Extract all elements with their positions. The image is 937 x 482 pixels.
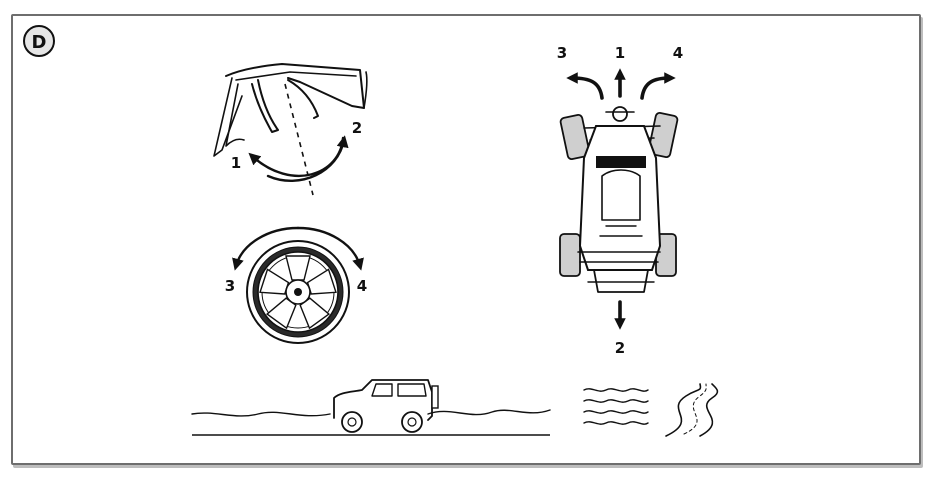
direction-label-2: 2 — [615, 339, 625, 357]
steering-label-1: 1 — [231, 154, 241, 172]
direction-label-1: 1 — [615, 44, 625, 62]
panel-badge: D — [23, 25, 55, 57]
car-top-view: 3 1 4 2 — [557, 44, 683, 357]
direction-label-4: 4 — [673, 44, 683, 62]
steering-illustration: 1 2 — [213, 63, 368, 196]
direction-label-3: 3 — [557, 44, 567, 62]
rotate-arrow-1 — [248, 136, 345, 177]
water-icon — [583, 388, 649, 425]
terrain-illustration — [191, 379, 551, 436]
wheel-arrow-3 — [232, 226, 300, 271]
steering-label-2: 2 — [352, 119, 362, 137]
direction-arrow-left — [566, 72, 604, 100]
wheel-illustration: 3 4 — [225, 226, 367, 344]
direction-arrow-right — [640, 72, 676, 100]
winding-road-icon — [665, 383, 719, 437]
wheel-label-4: 4 — [357, 277, 367, 295]
wheel-arrow-4 — [296, 226, 364, 271]
panel-frame — [11, 14, 921, 465]
panel-badge-letter: D — [32, 32, 47, 53]
rotate-arrow-2 — [266, 135, 349, 182]
wheel-label-3: 3 — [225, 277, 235, 295]
